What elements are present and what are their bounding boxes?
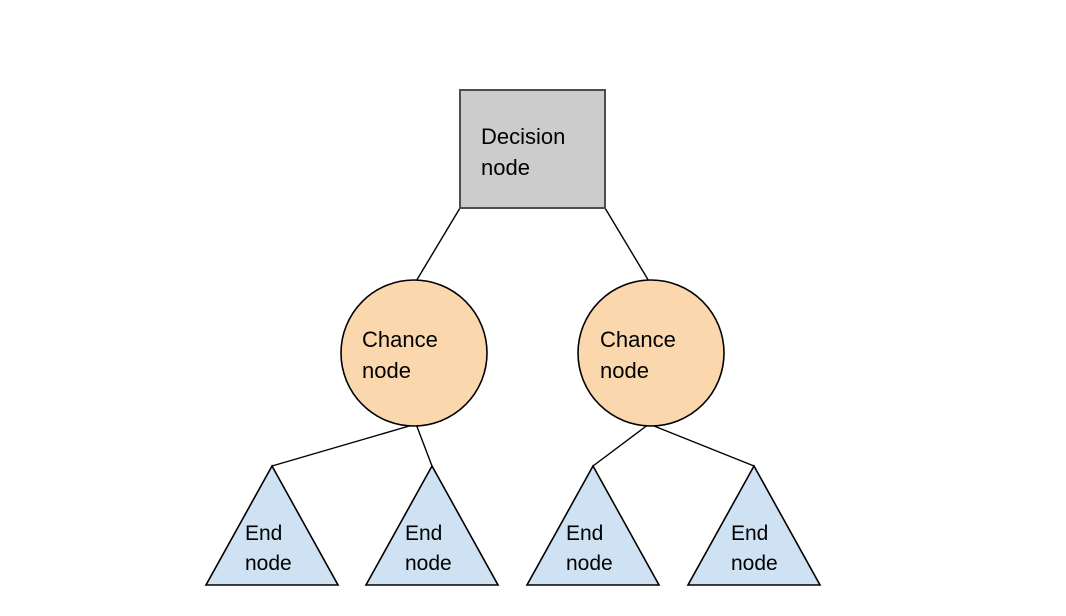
edge-layer: [271, 207, 755, 467]
end-node-1-label-line1: End: [245, 522, 282, 545]
edge-chance-right-to-end-3: [592, 423, 650, 467]
end-node-3-shape[interactable]: [525, 464, 661, 586]
end-node-2-label-line2: node: [405, 552, 452, 575]
edge-chance-left-to-end-2: [415, 423, 433, 467]
end-node-1-label-line2: node: [245, 552, 292, 575]
end-node-3-label-line2: node: [566, 552, 613, 575]
end-node-3[interactable]: End node: [525, 464, 661, 586]
chance-node-left-label-line2: node: [362, 358, 411, 383]
end-node-3-label-line1: End: [566, 522, 603, 545]
edge-chance-left-to-end-1: [271, 423, 417, 467]
decision-node-label-line2: node: [481, 155, 530, 180]
edge-chance-right-to-end-4: [648, 423, 755, 467]
chance-node-left-label-line1: Chance: [362, 327, 438, 352]
end-node-4-label-line1: End: [731, 522, 768, 545]
edge-decision-to-chance-left: [414, 207, 461, 284]
end-node-2[interactable]: End node: [364, 464, 500, 586]
end-node-2-label-line1: End: [405, 522, 442, 545]
decision-node[interactable]: Decision node: [459, 89, 606, 209]
end-node-4-label-line2: node: [731, 552, 778, 575]
edge-decision-to-chance-right: [604, 207, 651, 284]
end-node-1-shape[interactable]: [204, 464, 340, 586]
end-node-2-shape[interactable]: [364, 464, 500, 586]
chance-node-right-shape[interactable]: [577, 279, 725, 427]
end-node-4[interactable]: End node: [686, 464, 822, 586]
end-node-4-shape[interactable]: [686, 464, 822, 586]
end-node-1[interactable]: End node: [204, 464, 340, 586]
chance-node-right[interactable]: Chance node: [577, 279, 725, 427]
decision-node-shape[interactable]: [459, 89, 606, 209]
chance-node-left-shape[interactable]: [340, 279, 488, 427]
decision-node-label-line1: Decision: [481, 124, 565, 149]
chance-node-left[interactable]: Chance node: [340, 279, 488, 427]
chance-node-right-label-line1: Chance: [600, 327, 676, 352]
chance-node-right-label-line2: node: [600, 358, 649, 383]
